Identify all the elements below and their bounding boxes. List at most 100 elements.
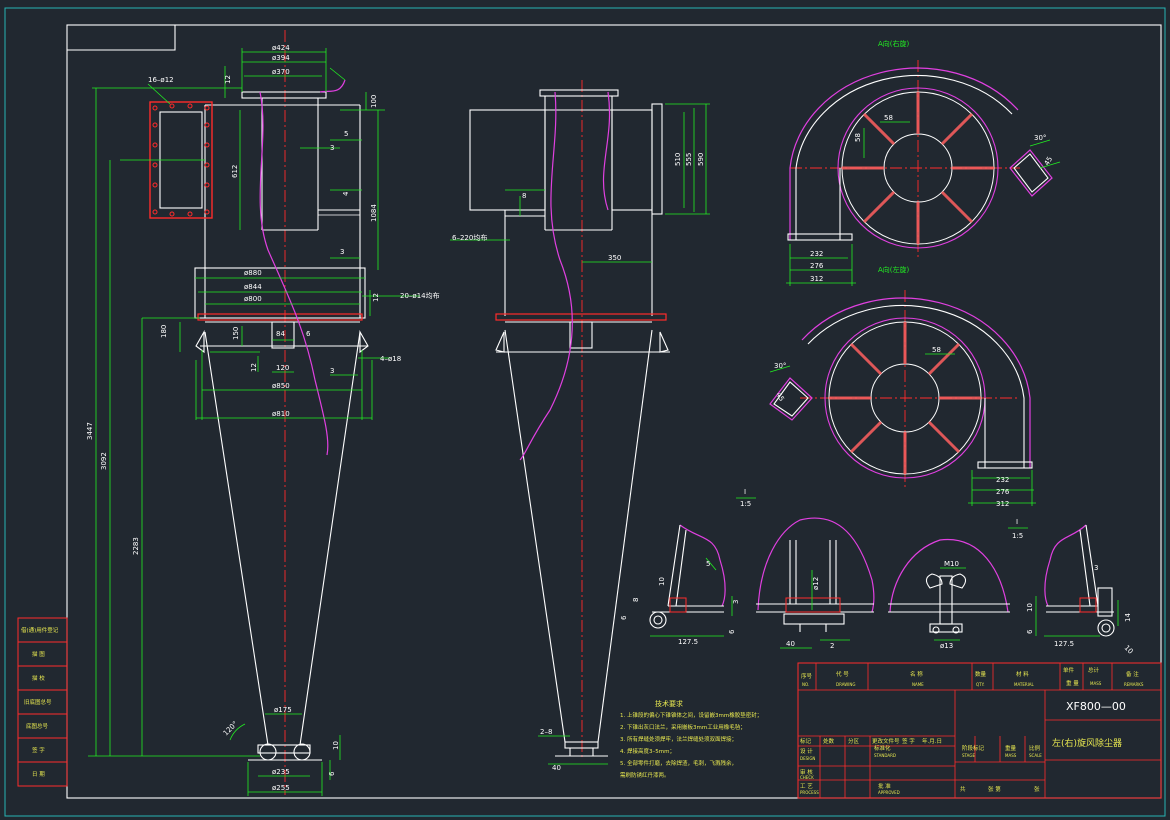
- tb-design-en: DESIGN: [800, 756, 815, 761]
- top-upper-dim-58a: 58: [884, 114, 893, 122]
- top-lower-dim-232: 232: [996, 476, 1009, 484]
- side-dim-175: ø175: [274, 706, 292, 714]
- tb-check: 审 核: [800, 768, 813, 776]
- stamp-4: 底图总号: [26, 722, 49, 730]
- tb-sheet-1: 张 第: [988, 785, 1001, 793]
- side-dim-2283: 2283: [132, 537, 140, 555]
- detail-3: M10 ø13: [888, 538, 1010, 650]
- front-dim-2-8: 2–8: [540, 728, 552, 736]
- side-dim-12-top: 12: [224, 75, 232, 84]
- front-bolt-label: 6–220均布: [452, 233, 487, 242]
- sheet-outer-border: [4, 7, 1166, 817]
- side-dim-84: 84: [276, 330, 285, 338]
- top-upper-dim-276: 276: [810, 262, 824, 270]
- side-dim-3447: 3447: [86, 422, 94, 440]
- tb-scale-en: SCALE: [1029, 753, 1042, 758]
- rev-0: 标记: [800, 737, 812, 745]
- top-lower-title: A向(左旋): [878, 265, 910, 274]
- tb-hs-2: NAME: [912, 682, 924, 687]
- tb-hs-5: 重 量: [1066, 679, 1079, 687]
- front-dim-40: 40: [552, 764, 561, 772]
- tb-approved-en: APPROVED: [878, 790, 900, 795]
- side-dim-3c: 3: [330, 367, 334, 375]
- top-lower-dim-276: 276: [996, 488, 1010, 496]
- side-ring-dim-2: ø800: [244, 295, 262, 303]
- tb-h-1: 代 号: [836, 670, 849, 678]
- tech-notes-title: 技术要求: [655, 699, 683, 708]
- top-lower-dim-45: 45: [774, 391, 785, 403]
- stamp-2: 描 校: [32, 674, 45, 682]
- detail1-dim-8: 8: [632, 598, 640, 602]
- top-upper-title: A向(右旋): [878, 39, 910, 48]
- tb-h-7: 备 注: [1126, 670, 1139, 678]
- stamp-5: 签 字: [32, 746, 45, 754]
- top-upper-dim-232: 232: [810, 250, 823, 258]
- detail2-dim-2: 2: [830, 642, 834, 650]
- top-lower-dim-30deg: 30°: [774, 362, 786, 370]
- side-dim-810: ø810: [272, 410, 290, 418]
- tb-hs-7: REMARKS: [1124, 682, 1144, 687]
- corner-mark: [67, 25, 176, 51]
- detail-4: 3 10 6 127.5 14 10: [1026, 524, 1135, 656]
- tb-stage-en: STAGE: [962, 753, 975, 758]
- scale-label-i-1: I: [744, 488, 746, 496]
- side-hole-label: 4–ø18: [380, 355, 401, 363]
- tech-note-6: 需刷防锈红丹漆两。: [620, 771, 670, 779]
- detail1-dim-127-5: 127.5: [678, 638, 698, 646]
- side-bolt-label: 20–ø14均布: [400, 291, 440, 300]
- top-upper-dim-312: 312: [810, 275, 823, 283]
- tb-h-2: 名 称: [910, 670, 923, 678]
- tb-standard: 标准化: [874, 744, 891, 752]
- tb-approved: 批 准: [878, 782, 891, 790]
- tech-note-4: 4. 焊接高度3–5mm；: [620, 747, 675, 755]
- side-dim-255: ø255: [272, 784, 290, 792]
- scale-label-1: 1:5: [740, 500, 751, 508]
- detail1-dim-6: 6: [620, 615, 628, 620]
- detail3-dim-m10: M10: [944, 560, 959, 568]
- detail4-dim-127-5: 127.5: [1054, 640, 1074, 648]
- side-flange-label: 16–ø12: [148, 76, 174, 84]
- side-dim-3b: 3: [340, 248, 344, 256]
- rev-5: 年.月.日: [922, 737, 942, 745]
- side-dim-6: 6: [306, 330, 311, 338]
- technical-requirements: 技术要求 1. 上锥段的偏心下锥锥体之间，设留嵌3mm橡胶垫密封； 2. 下锥出…: [620, 699, 762, 779]
- detail-1: 10 8 6 3 6 127.5 5: [620, 524, 740, 646]
- front-dim-8: 8: [522, 192, 526, 200]
- side-dim-12-ring: 12: [372, 293, 380, 302]
- tb-hs-1: DRAWING: [836, 682, 855, 687]
- tb-design: 设 计: [800, 747, 813, 755]
- detail1-dim-10: 10: [658, 577, 666, 586]
- side-dim-top-2: ø370: [272, 68, 290, 76]
- tb-hs-3: QTY.: [976, 682, 985, 687]
- front-view: 510 555 590 8 6–220均布 350 2–8 40: [450, 80, 710, 772]
- tech-note-5: 5. 全部零件打磨，去除焊渣，毛刺，飞溅残余，: [620, 759, 737, 767]
- tb-h-4: 材 料: [1016, 670, 1029, 678]
- detail4-dim-14: 14: [1124, 613, 1132, 622]
- side-dim-100: 100: [370, 95, 378, 108]
- stamp-3: 旧底图总号: [24, 698, 52, 706]
- side-dim-612: 612: [231, 165, 239, 178]
- detail4-dim-10b: 10: [1123, 644, 1135, 656]
- stamp-1: 描 图: [32, 650, 45, 658]
- tb-hs-0: NO.: [802, 682, 809, 687]
- title-block: 序号 代 号 名 称 数量 材 料 单件 总计 备 注 NO. DRAWING …: [797, 662, 1162, 799]
- tech-note-2: 2. 下锥出灰口法兰，采用嵌板3mm工业用橡毛毡；: [620, 723, 746, 731]
- scale-label-2: 1:5: [1012, 532, 1023, 540]
- top-upper-dim-45: 45: [1043, 155, 1054, 167]
- detail2-dim-12: ø12: [812, 577, 820, 590]
- tb-sheet-2: 张: [1034, 785, 1040, 793]
- rev-2: 分区: [848, 737, 860, 745]
- rev-3: 更改文件号: [872, 737, 900, 745]
- side-dim-3092: 3092: [100, 452, 108, 470]
- tech-note-3: 3. 所有焊缝处须焊牢，法兰焊缝处须双面焊接；: [620, 735, 737, 743]
- side-dim-5: 5: [344, 130, 348, 138]
- rev-1: 处数: [823, 737, 835, 745]
- side-dim-150: 150: [232, 327, 240, 340]
- detail4-dim-3: 3: [1094, 564, 1098, 572]
- tech-note-1: 1. 上锥段的偏心下锥锥体之间，设留嵌3mm橡胶垫密封；: [620, 711, 762, 719]
- tb-sheet-0: 共: [960, 785, 966, 793]
- side-ring-dim-0: ø880: [244, 269, 262, 277]
- tb-hs-6: MASS: [1090, 681, 1102, 686]
- side-dim-3a: 3: [330, 144, 334, 152]
